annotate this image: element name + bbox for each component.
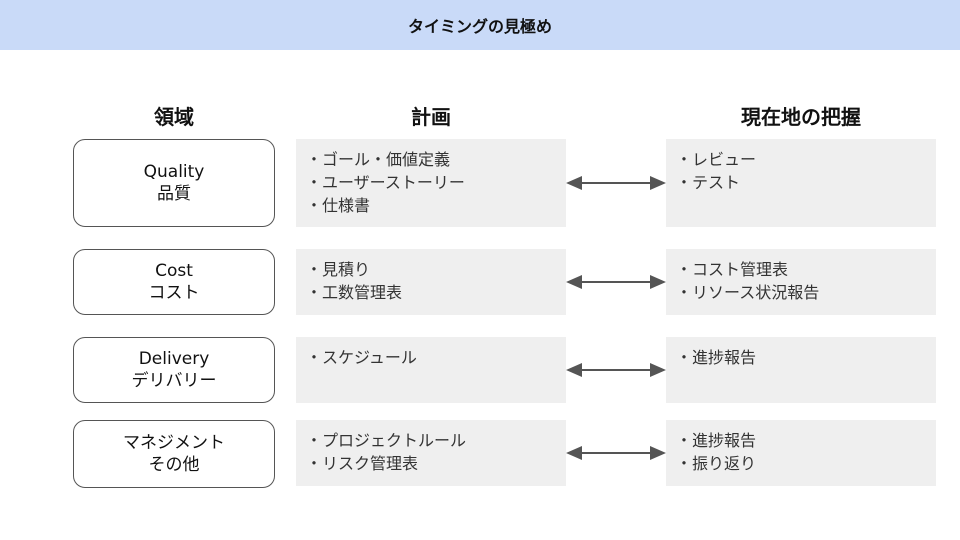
plan-item: ・見積り	[306, 260, 371, 279]
status-panel-cost: ・コスト管理表 ・リソース状況報告	[666, 249, 936, 315]
status-item: ・レビュー	[676, 150, 757, 169]
column-header-status: 現在地の把握	[741, 104, 861, 129]
domain-box-delivery: Delivery デリバリー	[73, 337, 275, 403]
domain-box-management: マネジメント その他	[73, 420, 275, 488]
status-item: ・コスト管理表	[676, 260, 789, 279]
plan-item: ・仕様書	[306, 196, 371, 215]
status-item: ・リソース状況報告	[676, 283, 820, 302]
plan-item: ・プロジェクトルール	[306, 431, 467, 450]
status-panel-delivery: ・進捗報告	[666, 337, 936, 403]
status-panel-quality: ・レビュー ・テスト	[666, 139, 936, 227]
domain-label-en: Delivery	[138, 349, 210, 369]
header-bar: タイミングの見極め	[0, 0, 960, 50]
page-title: タイミングの見極め	[407, 17, 552, 36]
domain-label-en: Quality	[143, 162, 205, 182]
plan-panel-delivery: ・スケジュール	[296, 337, 566, 403]
status-panel-management: ・進捗報告 ・振り返り	[666, 420, 936, 486]
double-arrow-icon	[566, 363, 666, 377]
double-arrow-icon	[566, 446, 666, 460]
plan-item: ・リスク管理表	[306, 454, 419, 473]
domain-label-ja: デリバリー	[131, 371, 217, 391]
domain-box-cost: Cost コスト	[73, 249, 275, 315]
status-item: ・振り返り	[676, 454, 757, 473]
plan-item: ・ゴール・価値定義	[306, 150, 451, 169]
status-item: ・進捗報告	[676, 431, 757, 450]
domain-label-ja: その他	[148, 455, 200, 475]
plan-panel-cost: ・見積り ・工数管理表	[296, 249, 566, 315]
domain-box-quality: Quality 品質	[73, 139, 275, 227]
domain-label-ja: コスト	[148, 283, 200, 303]
status-item: ・進捗報告	[676, 348, 757, 367]
plan-item: ・スケジュール	[306, 348, 417, 367]
domain-label-en: マネジメント	[123, 433, 225, 453]
double-arrow-icon	[566, 176, 666, 190]
column-header-domain: 領域	[154, 104, 194, 129]
domain-label-en: Cost	[155, 261, 193, 281]
plan-panel-management: ・プロジェクトルール ・リスク管理表	[296, 420, 566, 486]
plan-panel-quality: ・ゴール・価値定義 ・ユーザーストーリー ・仕様書	[296, 139, 566, 227]
plan-item: ・ユーザーストーリー	[306, 173, 465, 192]
plan-item: ・工数管理表	[306, 283, 403, 302]
column-header-plan: 計画	[411, 104, 451, 129]
domain-label-ja: 品質	[157, 184, 191, 204]
double-arrow-icon	[566, 275, 666, 289]
status-item: ・テスト	[676, 173, 741, 192]
